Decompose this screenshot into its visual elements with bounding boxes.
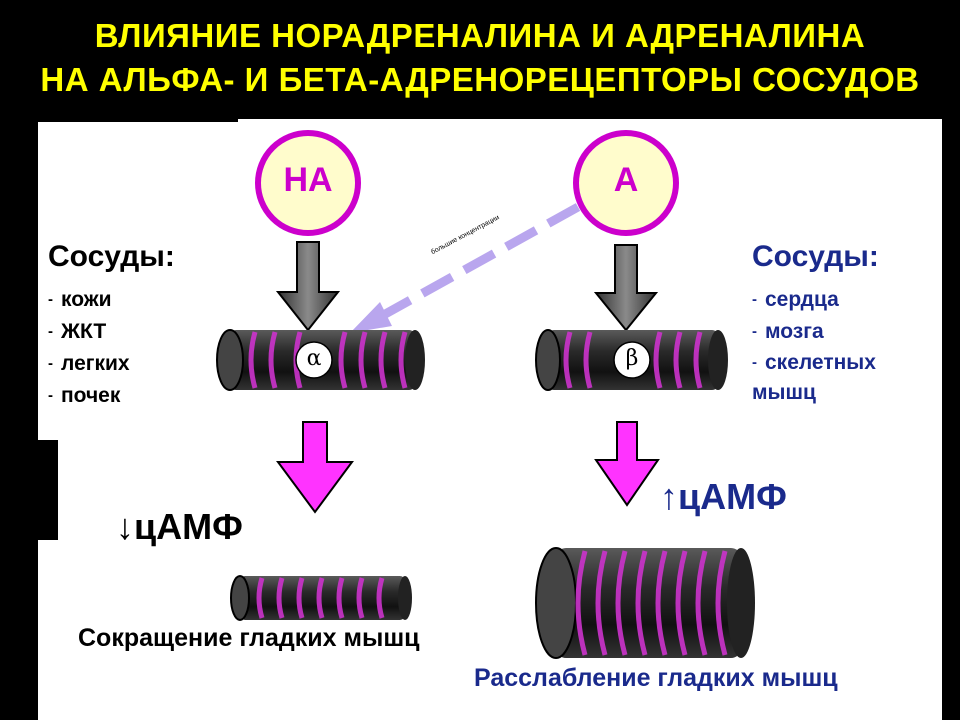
alpha-receptor-symbol: α xyxy=(294,346,334,371)
list-item: -сердца xyxy=(752,284,892,316)
magenta-arrow-right xyxy=(596,422,658,505)
list-item: -скелетных мышц xyxy=(752,348,892,408)
noradrenaline-label: НА xyxy=(258,161,358,200)
contracted-vessel xyxy=(231,576,412,620)
beta-receptor-symbol: β xyxy=(612,346,652,371)
grey-arrow-left xyxy=(278,242,338,330)
contraction-result: Сокращение гладких мышц xyxy=(78,624,420,653)
list-item: -легких xyxy=(48,348,130,380)
list-item: -кожи xyxy=(48,284,130,316)
magenta-arrow-left xyxy=(278,422,352,512)
list-item: -ЖКТ xyxy=(48,316,130,348)
left-vessels-title: Сосуды: xyxy=(48,240,175,274)
grey-arrow-right xyxy=(596,245,656,330)
list-item: -почек xyxy=(48,380,130,412)
relaxed-vessel xyxy=(536,548,755,658)
list-item: -мозга xyxy=(752,316,892,348)
right-vessel-list: -сердца -мозга -скелетных мышц xyxy=(752,284,892,408)
camp-decrease: ↓цАМФ xyxy=(116,506,243,548)
camp-increase: ↑цАМФ xyxy=(660,476,787,518)
left-vessel-list: -кожи -ЖКТ -легких -почек xyxy=(48,284,130,412)
adrenaline-label: А xyxy=(576,161,676,200)
dashed-arrow-adrenaline-to-alpha xyxy=(350,207,578,333)
relaxation-result: Расслабление гладких мышц xyxy=(474,664,838,693)
right-vessels-title: Сосуды: xyxy=(752,240,879,274)
